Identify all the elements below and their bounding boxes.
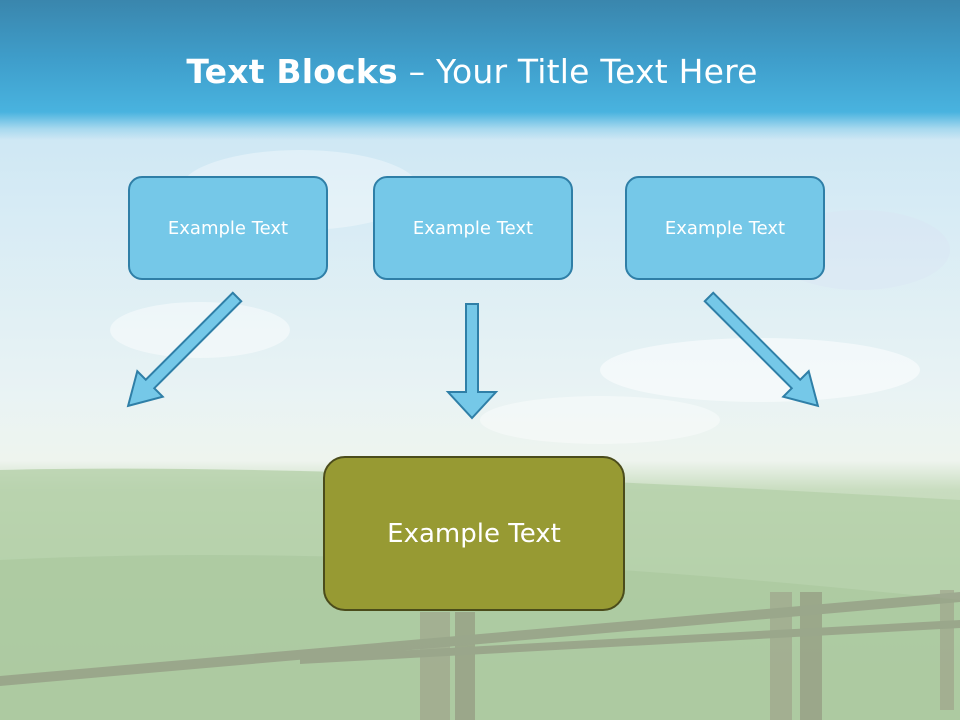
text-block-2[interactable]: Example Text bbox=[373, 176, 573, 280]
title-separator: – bbox=[397, 52, 436, 91]
cloud bbox=[600, 338, 920, 402]
title-banner bbox=[0, 0, 960, 140]
arrow-down-left-icon bbox=[703, 291, 820, 408]
text-block-1[interactable]: Example Text bbox=[128, 176, 328, 280]
page-title: Text Blocks – Your Title Text Here bbox=[0, 52, 944, 91]
arrow-down-right-icon bbox=[126, 291, 243, 408]
main-text-block-label: Example Text bbox=[387, 518, 561, 549]
main-text-block[interactable]: Example Text bbox=[323, 456, 625, 611]
title-rest: Your Title Text Here bbox=[435, 52, 758, 91]
title-bold: Text Blocks bbox=[186, 52, 398, 91]
fence bbox=[0, 590, 960, 720]
text-block-3[interactable]: Example Text bbox=[625, 176, 825, 280]
arrow-down-icon bbox=[445, 303, 499, 420]
text-block-3-label: Example Text bbox=[664, 217, 786, 239]
text-block-1-label: Example Text bbox=[167, 217, 289, 239]
cloud bbox=[480, 396, 720, 444]
text-block-2-label: Example Text bbox=[412, 217, 534, 239]
